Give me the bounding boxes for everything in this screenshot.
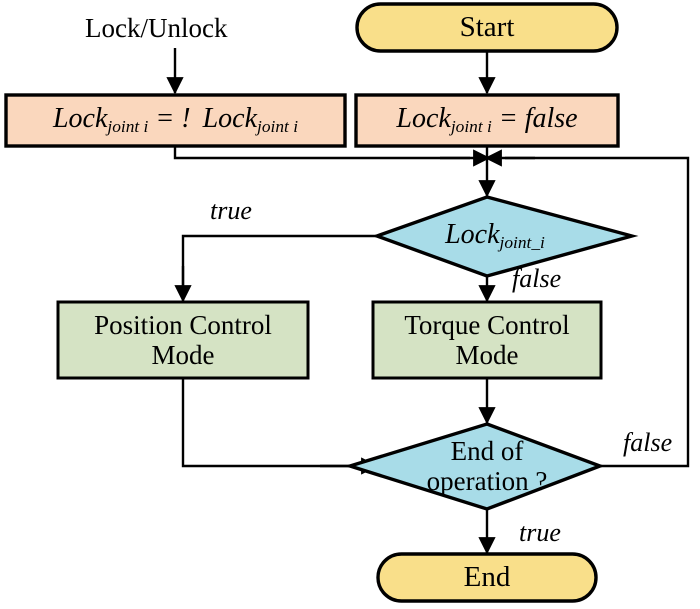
node-end-shape: [376, 552, 598, 603]
node-start-shape: [355, 2, 619, 53]
edge-toggle-to-merge: [173, 146, 470, 160]
edge-position-to-enddecision: [181, 378, 350, 468]
edge-lock-true: [181, 234, 377, 296]
node-position-mode-shape: [56, 300, 310, 380]
edge-label-end-false: false: [623, 428, 673, 457]
node-init-lock-shape: [354, 93, 620, 148]
node-decision-end-shape: [344, 422, 605, 511]
edge-feedback-loop: [505, 156, 690, 468]
node-toggle-lock-shape: [4, 93, 347, 148]
annotation-lock-unlock: Lock/Unlock: [85, 13, 228, 43]
edge-label-lock-false: false: [512, 264, 562, 293]
edge-label-end-true: true: [519, 518, 561, 547]
edge-label-lock-true: true: [210, 196, 252, 225]
node-torque-mode-shape: [371, 300, 603, 380]
node-decision-lock-shape: [371, 195, 639, 278]
